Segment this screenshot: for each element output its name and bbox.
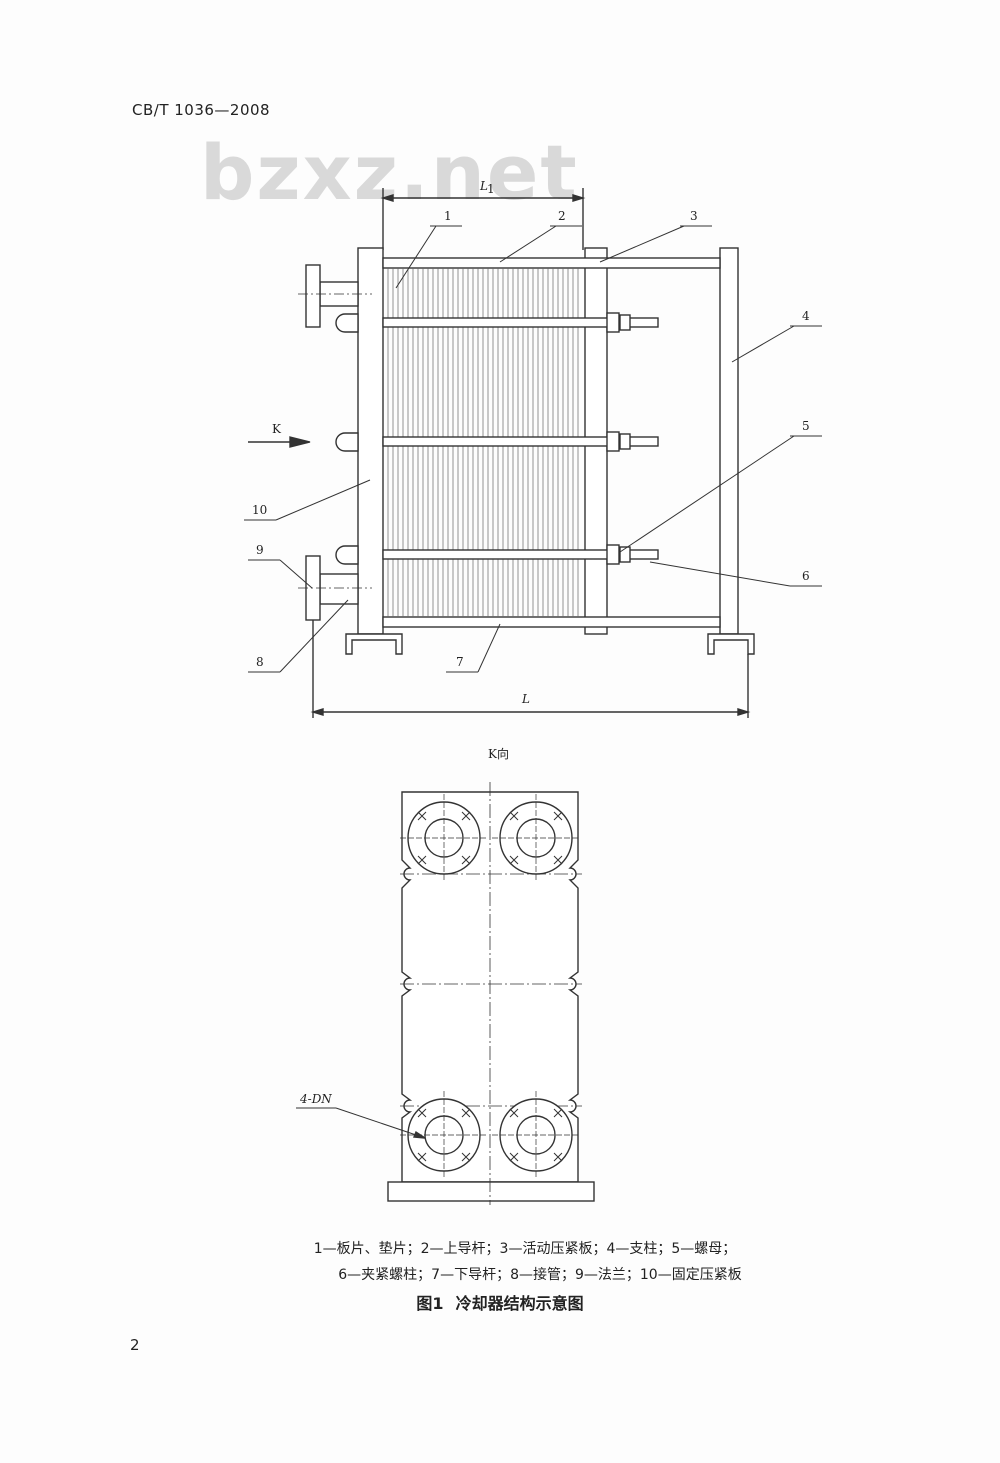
callout-7: 7 (456, 655, 464, 669)
k-arrow-label: K (272, 422, 282, 436)
legend-line-2: 6—夹紧螺柱；7—下导杆；8—接管；9—法兰；10—固定压紧板 (338, 1267, 742, 1283)
fixed-pressing-plate (357, 247, 384, 635)
nozzle-bottom (298, 555, 372, 621)
lower-guide-bar (382, 616, 721, 628)
callout-leaders (244, 225, 822, 673)
legend-line-1: 1—板片、垫片；2—上导杆；3—活动压紧板；4—支柱；5—螺母； (313, 1241, 737, 1257)
watermark: bzxz.net (200, 128, 579, 217)
callout-8: 8 (256, 655, 264, 669)
port-label: 4-DN (299, 1092, 332, 1106)
view-k-arrow: K (248, 422, 311, 448)
figure-caption-title: 冷却器结构示意图 (455, 1294, 584, 1313)
port-leader: 4-DN (296, 1092, 426, 1139)
callout-4: 4 (802, 309, 810, 323)
callout-1: 1 (444, 209, 452, 223)
figure-number: 图1 (416, 1294, 444, 1313)
k-view-plate (387, 782, 595, 1205)
support-column (719, 247, 739, 635)
foot-left (345, 633, 403, 655)
callout-3: 3 (690, 209, 698, 223)
foot-right (707, 633, 755, 655)
callout-6: 6 (802, 569, 810, 583)
k-view-label: K向 (488, 746, 509, 761)
port-bottom-right (492, 1091, 580, 1179)
upper-guide-bar (382, 257, 721, 269)
callout-5: 5 (802, 419, 810, 433)
l1-label: L (479, 179, 488, 193)
dimension-l1: L 1 (380, 179, 586, 250)
standard-header: CB/T 1036—2008 (132, 101, 271, 119)
callout-9: 9 (256, 543, 264, 557)
page-number: 2 (130, 1336, 140, 1354)
l1-subscript: 1 (487, 182, 495, 196)
k-view-base (387, 1181, 595, 1202)
clamping-stud-bottom (335, 544, 659, 565)
callout-2: 2 (558, 209, 566, 223)
callout-numbers: 1 2 3 4 5 6 7 8 9 10 (252, 209, 810, 669)
port-top-left (400, 794, 488, 882)
nozzle-top (298, 264, 372, 328)
callout-10: 10 (252, 503, 267, 517)
port-bottom-left (400, 1091, 488, 1179)
port-top-right (492, 794, 580, 882)
clamping-stud-top (335, 312, 659, 333)
l-label: L (521, 692, 530, 706)
figure-title: 图1 冷却器结构示意图 (0, 1290, 1000, 1314)
clamping-stud-middle (335, 431, 659, 452)
